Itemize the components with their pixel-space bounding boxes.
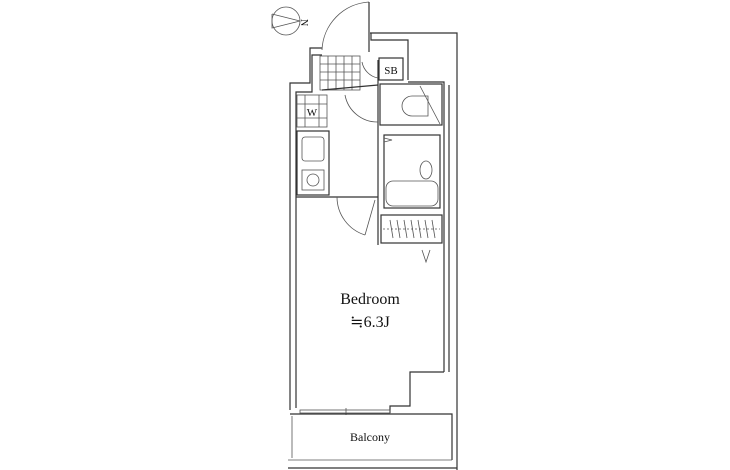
compass: N	[271, 6, 309, 36]
balcony: Balcony	[288, 413, 457, 469]
bathroom	[383, 134, 441, 209]
washbasin-icon	[419, 160, 433, 180]
bathtub-icon	[385, 180, 439, 207]
shoe-box: SB	[378, 57, 404, 81]
genkan-tiles	[319, 55, 361, 91]
shoe-box-label: SB	[384, 65, 397, 77]
washer-label: W	[307, 107, 318, 119]
balcony-window	[299, 409, 391, 414]
balcony-label: Balcony	[350, 430, 390, 444]
corridor-doors	[321, 60, 379, 245]
compass-arrow-icon	[271, 13, 301, 29]
toilet-room	[379, 83, 443, 126]
bedroom-door-swing	[336, 196, 366, 236]
outer-walls	[289, 32, 458, 470]
bedroom-area: ≒6.3J	[350, 314, 390, 331]
washer-area: W	[296, 94, 328, 128]
entrance-door-swing	[321, 1, 370, 51]
stove-icon	[306, 173, 320, 187]
toilet-icon	[401, 95, 429, 117]
sink-icon	[301, 136, 325, 162]
north-label: N	[298, 19, 309, 26]
bedroom: Bedroom ≒6.3J	[299, 291, 400, 415]
bedroom-label: Bedroom	[340, 291, 400, 308]
closet	[380, 214, 443, 264]
entrance	[319, 1, 370, 91]
kitchen	[296, 130, 378, 236]
